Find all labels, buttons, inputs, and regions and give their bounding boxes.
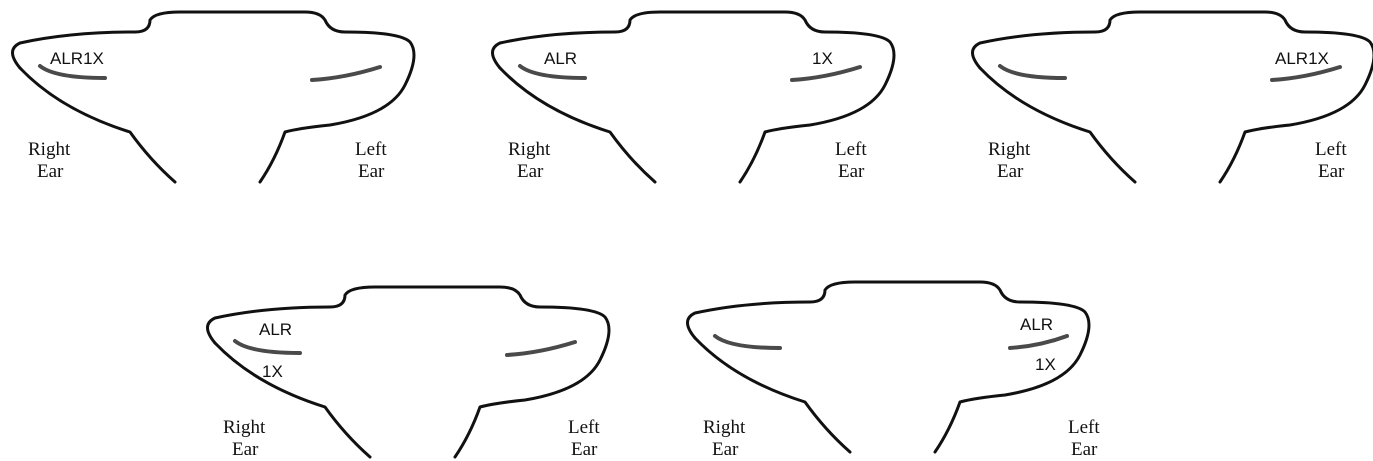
head-outline [13,12,415,182]
head-outline [688,282,1090,452]
right-ear-label-line1: Right [508,139,551,160]
right-ear-label-line2: Ear [517,161,544,182]
mouse-head-diagram-5: ALR 1X Right Ear Left Ear [675,280,1095,455]
left-ear-tag-2: 1X [1035,355,1056,374]
left-ear-tag-1: 1X [812,49,833,68]
mouse-head-diagram-1: ALR1X Right Ear Left Ear [0,10,420,185]
right-ear-label-line1: Right [28,139,71,160]
left-ear-marking [1272,67,1340,80]
right-ear-label-line1: Right [988,139,1031,160]
mouse-head-diagram-3: ALR1X Right Ear Left Ear [960,10,1373,185]
left-ear-label-line1: Left [568,417,600,438]
right-ear-label-line2: Ear [997,161,1024,182]
left-ear-label-line2: Ear [358,161,385,182]
right-ear-label-line2: Ear [712,439,739,460]
right-ear-tag-2: 1X [262,362,283,381]
left-ear-label-line2: Ear [571,439,598,460]
right-ear-marking [715,336,780,348]
left-ear-label-line1: Left [1315,139,1347,160]
left-ear-tag-1: ALR [1020,315,1053,334]
right-ear-tag-1: ALR1X [50,49,104,68]
left-ear-label-line1: Left [1068,417,1100,438]
head-outline [973,12,1373,182]
left-ear-marking [312,67,380,80]
left-ear-tag-1: ALR1X [1275,49,1329,68]
left-ear-label-line2: Ear [1318,161,1345,182]
right-ear-marking [1000,66,1065,78]
left-ear-marking [792,67,860,80]
left-ear-label-line2: Ear [838,161,865,182]
left-ear-marking [507,342,575,355]
left-ear-label-line1: Left [835,139,867,160]
left-ear-marking [1010,336,1067,348]
left-ear-label-line2: Ear [1071,439,1098,460]
right-ear-marking [235,341,300,353]
right-ear-label-line2: Ear [37,161,64,182]
left-ear-label-line1: Left [355,139,387,160]
right-ear-tag-1: ALR [544,49,577,68]
right-ear-label-line1: Right [703,417,746,438]
right-ear-label-line2: Ear [232,439,259,460]
head-outline [493,12,895,182]
mouse-head-diagram-2: ALR 1X Right Ear Left Ear [480,10,900,185]
right-ear-label-line1: Right [223,417,266,438]
right-ear-tag-1: ALR [259,320,292,339]
mouse-head-diagram-4: ALR 1X Right Ear Left Ear [195,285,615,460]
